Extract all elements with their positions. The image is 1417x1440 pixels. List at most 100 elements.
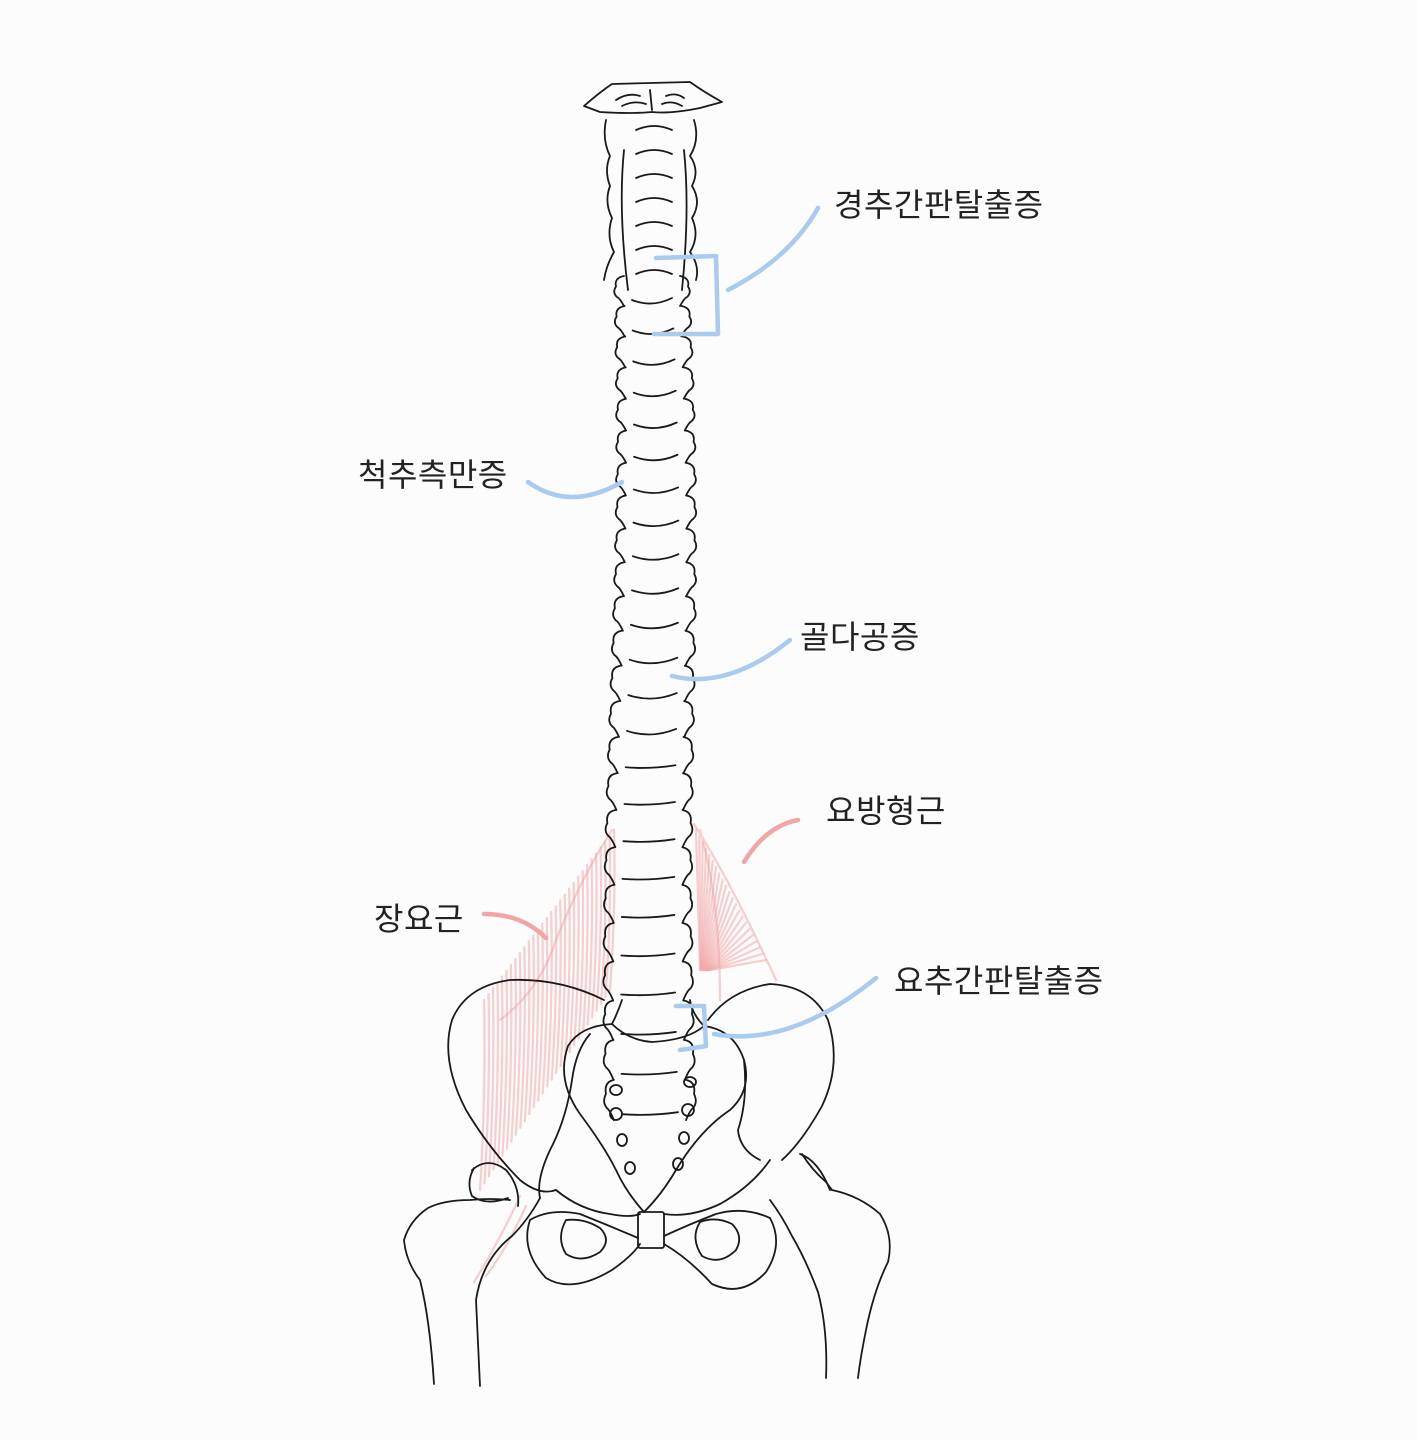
muscle-fiber: [706, 927, 751, 972]
label-osteoporosis: 골다공증: [800, 618, 920, 656]
vertebra-right-edge: [685, 527, 698, 564]
vertebra-right-edge: [681, 922, 694, 963]
intervertebral-disc: [631, 297, 673, 305]
vertebra-right-edge: [679, 275, 691, 307]
muscle-fiber: [532, 928, 540, 1109]
cervical-pointer: [651, 205, 821, 337]
femur-illustration: [403, 1153, 891, 1387]
muscle-fiber: [705, 915, 744, 972]
intervertebral-disc: [632, 389, 677, 398]
vertebra-right-edge: [683, 1039, 696, 1081]
vertebra-left-edge: [602, 960, 615, 1002]
intervertebral-disc: [620, 991, 677, 997]
intervertebral-disc: [620, 952, 676, 958]
muscle-fiber: [537, 922, 544, 1102]
muscle-fiber: [559, 893, 567, 1067]
vertebra-left-edge: [615, 397, 627, 432]
muscle-fiber: [523, 940, 531, 1123]
muscle-fiber: [582, 864, 589, 1033]
spine-illustration: [563, 81, 748, 1213]
vertebra-right-edge: [685, 461, 697, 497]
vertebra-right-edge: [681, 335, 694, 369]
osteoporosis-pointer: [669, 637, 793, 682]
intervertebral-disc: [632, 519, 680, 527]
label-quadratus-lumborum: 요방형근: [826, 792, 946, 830]
vertebra-left-edge: [613, 305, 626, 338]
vertebra-right-edge: [685, 1078, 697, 1122]
vertebra-right-edge: [682, 960, 694, 1002]
vertebra-right-edge: [683, 397, 696, 432]
intervertebral-disc: [623, 801, 676, 806]
cervical-disc: [635, 245, 673, 251]
vertebra-left-edge: [615, 366, 627, 400]
vertebra-left-edge: [614, 494, 627, 530]
vertebra-right-edge: [685, 561, 697, 598]
cervical-disc: [635, 197, 673, 203]
muscle-fiber: [577, 869, 585, 1040]
muscle-fiber: [604, 834, 612, 998]
muscle-fiber: [492, 981, 500, 1171]
disease-pointers: [525, 205, 879, 1053]
muscle-fiber: [478, 998, 486, 1192]
muscle-fiber: [707, 940, 758, 972]
quadratus-lumborum-pointer: [741, 817, 801, 865]
vertebra-right-edge: [684, 629, 697, 667]
intervertebral-disc: [620, 1070, 678, 1076]
intervertebral-disc: [628, 656, 679, 665]
muscle-fiber: [505, 963, 513, 1150]
vertebra-right-edge: [680, 305, 692, 338]
muscle-fiber: [704, 903, 738, 972]
intervertebral-disc: [624, 764, 677, 769]
vertebra-right-edge: [682, 366, 695, 400]
label-cervical-disc-herniation: 경추간판탈출증: [834, 186, 1044, 224]
muscle-fiber: [573, 875, 580, 1047]
vertebra-left-edge: [605, 772, 618, 811]
intervertebral-disc: [626, 728, 678, 736]
vertebra-left-edge: [615, 429, 627, 464]
vertebra-left-edge: [614, 335, 627, 369]
sacral-foramina: [609, 1076, 697, 1175]
intervertebral-disc: [622, 838, 676, 843]
cervical-right-edge: [689, 119, 699, 281]
vertebra-left-edge: [614, 527, 626, 564]
vertebra-left-edge: [615, 461, 627, 497]
vertebra-right-edge: [681, 809, 694, 849]
muscle-fiber: [555, 899, 562, 1074]
muscle-fiber: [487, 987, 495, 1178]
muscle-fiber: [706, 921, 748, 972]
intervertebral-disc: [633, 421, 678, 429]
vertebra-left-edge: [609, 664, 622, 702]
quadratus-lumborum-muscle: [692, 822, 778, 1002]
muscle-fiber: [519, 946, 526, 1130]
vertebra-left-edge: [603, 883, 615, 924]
intervertebral-disc: [621, 1111, 679, 1116]
vertebra-right-edge: [681, 846, 694, 886]
muscle-fiber: [496, 975, 504, 1164]
atlas-top: [583, 81, 723, 114]
cervical-disc: [635, 269, 673, 275]
label-iliopsoas: 장요근: [374, 900, 464, 938]
vertebra-right-edge: [683, 664, 696, 702]
vertebral-column: [602, 119, 705, 1122]
muscle-fiber: [704, 896, 734, 972]
vertebra-right-edge: [682, 736, 695, 775]
muscle-fiber: [498, 828, 614, 1022]
label-lumbar-disc-herniation: 요추간판탈출증: [894, 962, 1104, 1000]
intervertebral-disc: [627, 692, 678, 700]
vertebra-right-edge: [684, 429, 697, 464]
muscle-fiber: [568, 881, 576, 1054]
sacrum: [563, 1023, 748, 1213]
vertebra-right-edge: [681, 883, 694, 924]
cervical-disc: [635, 149, 673, 155]
muscle-fiber: [706, 934, 754, 972]
intervertebral-disc: [632, 486, 679, 494]
cervical-disc: [635, 125, 673, 131]
vertebra-left-edge: [602, 922, 615, 963]
lumbar-base: [611, 999, 705, 1027]
muscle-fiber: [483, 993, 491, 1185]
muscle-fiber: [472, 1194, 528, 1284]
cervical-disc: [635, 173, 673, 179]
intervertebral-disc: [631, 587, 680, 595]
muscle-fiber: [550, 905, 558, 1081]
